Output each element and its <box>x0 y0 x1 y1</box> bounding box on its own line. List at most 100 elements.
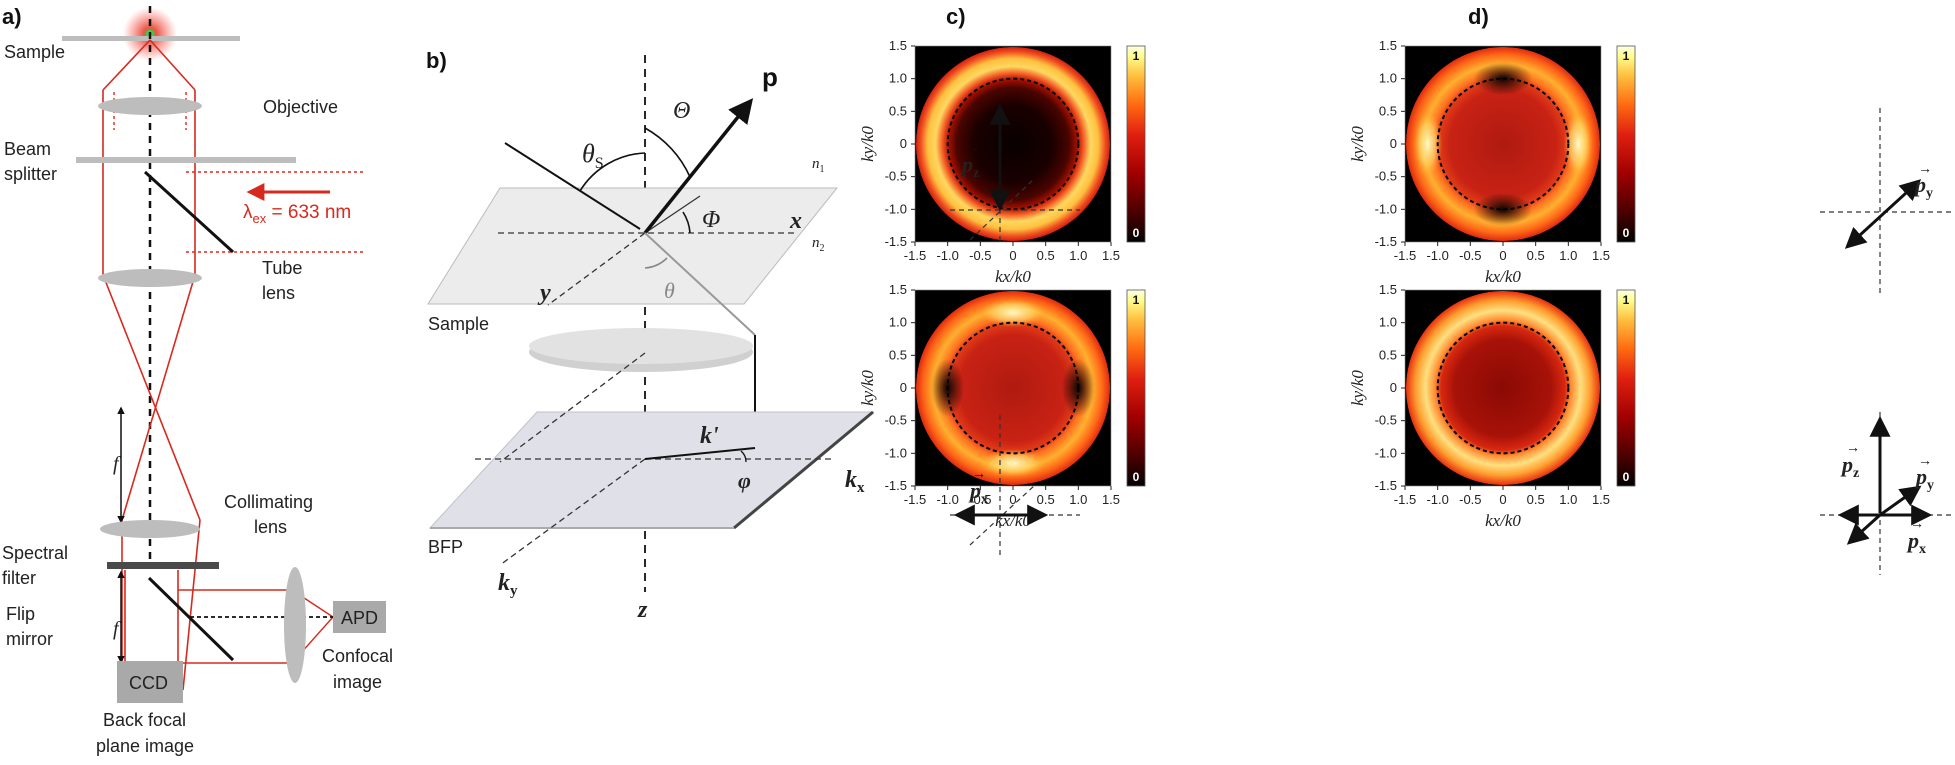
svg-text:→: → <box>1910 515 1924 531</box>
x-tick-label: 0.5 <box>1527 248 1545 263</box>
critical-angle-circle <box>946 77 1080 211</box>
pz-label: pz <box>960 152 979 181</box>
critical-angle-circle <box>946 321 1080 455</box>
x-axis-label: kx/k0 <box>1485 267 1521 286</box>
y-tick-label: 1.0 <box>889 315 907 330</box>
flip-mirror-label-2: mirror <box>6 629 53 649</box>
y-tick-label: 1.5 <box>889 282 907 297</box>
x-tick-label: -0.5 <box>969 492 991 507</box>
x-axis-label: kx/k0 <box>995 267 1031 286</box>
n1-label: n1 <box>812 156 825 175</box>
bfp-plane-label: BFP <box>428 537 463 557</box>
tube-lens-label-1: Tube <box>262 258 302 278</box>
y-tick-label: -0.5 <box>1375 413 1397 428</box>
big-phi-arc <box>682 211 691 234</box>
theta-s-label: θS <box>582 139 604 172</box>
x-tick-label: -0.5 <box>1459 248 1481 263</box>
x-tick-label: -1.5 <box>1394 248 1416 263</box>
y-tick-label: 0 <box>900 380 907 395</box>
dichroic-mirror <box>143 170 235 254</box>
objective-lens <box>98 97 202 115</box>
y-tick-label: 1.5 <box>1379 282 1397 297</box>
y-tick-label: 1.0 <box>1379 315 1397 330</box>
colorbar <box>1616 289 1636 487</box>
y-tick-label: 0.5 <box>889 103 907 118</box>
bfp-image-label-1: Back focal <box>103 710 186 730</box>
small-phi-label: φ <box>738 468 751 493</box>
n2-label: n2 <box>812 235 825 254</box>
intensity-disk <box>1406 47 1600 241</box>
y-tick-label: 0 <box>1390 380 1397 395</box>
intensity-disk <box>916 47 1110 241</box>
confocal-label-1: Confocal <box>322 646 393 666</box>
bfp-maps: -1.5 -1.5 -1.0 -1.0 -0.5 -0.5 0 0 0.5 0.5 1.0 1.0 1.… <box>858 38 1636 530</box>
theta-arc <box>644 257 668 269</box>
colorbar-min-label: 0 <box>1623 226 1630 240</box>
sample-plane-label: Sample <box>428 314 489 334</box>
svg-text:px: px <box>1906 528 1926 557</box>
projection-line <box>644 195 701 234</box>
y-tick-label: -1.5 <box>885 234 907 249</box>
panel-a: a) Sample <box>2 4 393 756</box>
svg-text:→: → <box>1918 452 1932 468</box>
panel-b: b) p θS Θ Φ x y θ n1 n2 Sample <box>426 48 875 623</box>
svg-text:→: → <box>1918 160 1932 176</box>
x-tick-label: 1.0 <box>1559 248 1577 263</box>
x-tick-label: -1.0 <box>936 248 958 263</box>
big-theta-arc <box>644 127 691 178</box>
svg-text:→: → <box>966 139 980 155</box>
collimating-lens <box>100 520 200 538</box>
sample-label: Sample <box>4 42 65 62</box>
y-axis-label: ky/k0 <box>858 370 877 406</box>
x-tick-label: 1.0 <box>1069 248 1087 263</box>
y-tick-label: -1.0 <box>885 445 907 460</box>
bfp-image-label-2: plane image <box>96 736 194 756</box>
spectral-filter-label-1: Spectral <box>2 543 68 563</box>
y-axis-label: ky/k0 <box>1348 370 1367 406</box>
dipole-vector-p <box>643 98 754 235</box>
tube-lens-label-2: lens <box>262 283 295 303</box>
objective-label: Objective <box>263 97 338 117</box>
theta-label: θ <box>664 278 675 303</box>
x-tick-label: -0.5 <box>1459 492 1481 507</box>
y-tick-label: 1.0 <box>1379 71 1397 86</box>
colorbar-max-label: 1 <box>1133 293 1140 307</box>
collimating-label-1: Collimating <box>224 492 313 512</box>
y-tick-label: 0 <box>1390 136 1397 151</box>
panel-label-c: c) <box>946 4 966 29</box>
colorbar-max-label: 1 <box>1623 49 1630 63</box>
y-axis-label: ky/k0 <box>858 126 877 162</box>
colorbar <box>1616 45 1636 243</box>
panel-label-d: d) <box>1468 4 1489 29</box>
ccd-camera <box>117 661 183 703</box>
y-tick-label: -0.5 <box>885 169 907 184</box>
big-phi-label: Φ <box>702 207 720 233</box>
dipole-label-p: p <box>762 62 778 92</box>
x-tick-label: -0.5 <box>969 248 991 263</box>
bfp-map-f: -1.5-1.5-1.0-1.0-0.5-0.5000.50.51.01.01.… <box>1348 282 1636 530</box>
colorbar <box>1126 289 1146 487</box>
intensity-disk <box>1406 291 1600 485</box>
spectral-filter <box>107 562 219 569</box>
spectral-filter-label-2: filter <box>2 568 36 588</box>
x-tick-label: 0.5 <box>1037 248 1055 263</box>
y-tick-label: -1.0 <box>885 201 907 216</box>
bfp-plane <box>428 411 875 529</box>
incident-ray <box>504 142 641 230</box>
x-tick-label: 0 <box>1009 492 1016 507</box>
x-tick-label: 0 <box>1499 248 1506 263</box>
ccd-label: CCD <box>129 673 168 693</box>
kx-label: kx <box>845 467 865 496</box>
y-tick-label: 1.5 <box>1379 38 1397 53</box>
bfp-map-c: -1.5-1.5-1.0-1.0-0.5-0.5000.50.51.01.01.… <box>858 38 1146 286</box>
apd-label: APD <box>341 608 378 628</box>
y-tick-label: -1.5 <box>1375 478 1397 493</box>
colorbar-max-label: 1 <box>1623 293 1630 307</box>
colorbar-min-label: 0 <box>1133 226 1140 240</box>
beam-splitter-plate <box>76 157 296 163</box>
k-prime-vector <box>644 447 756 460</box>
y-tick-label: 0.5 <box>889 347 907 362</box>
ky-upper-line <box>499 352 646 463</box>
x-tick-label: 0.5 <box>1527 492 1545 507</box>
